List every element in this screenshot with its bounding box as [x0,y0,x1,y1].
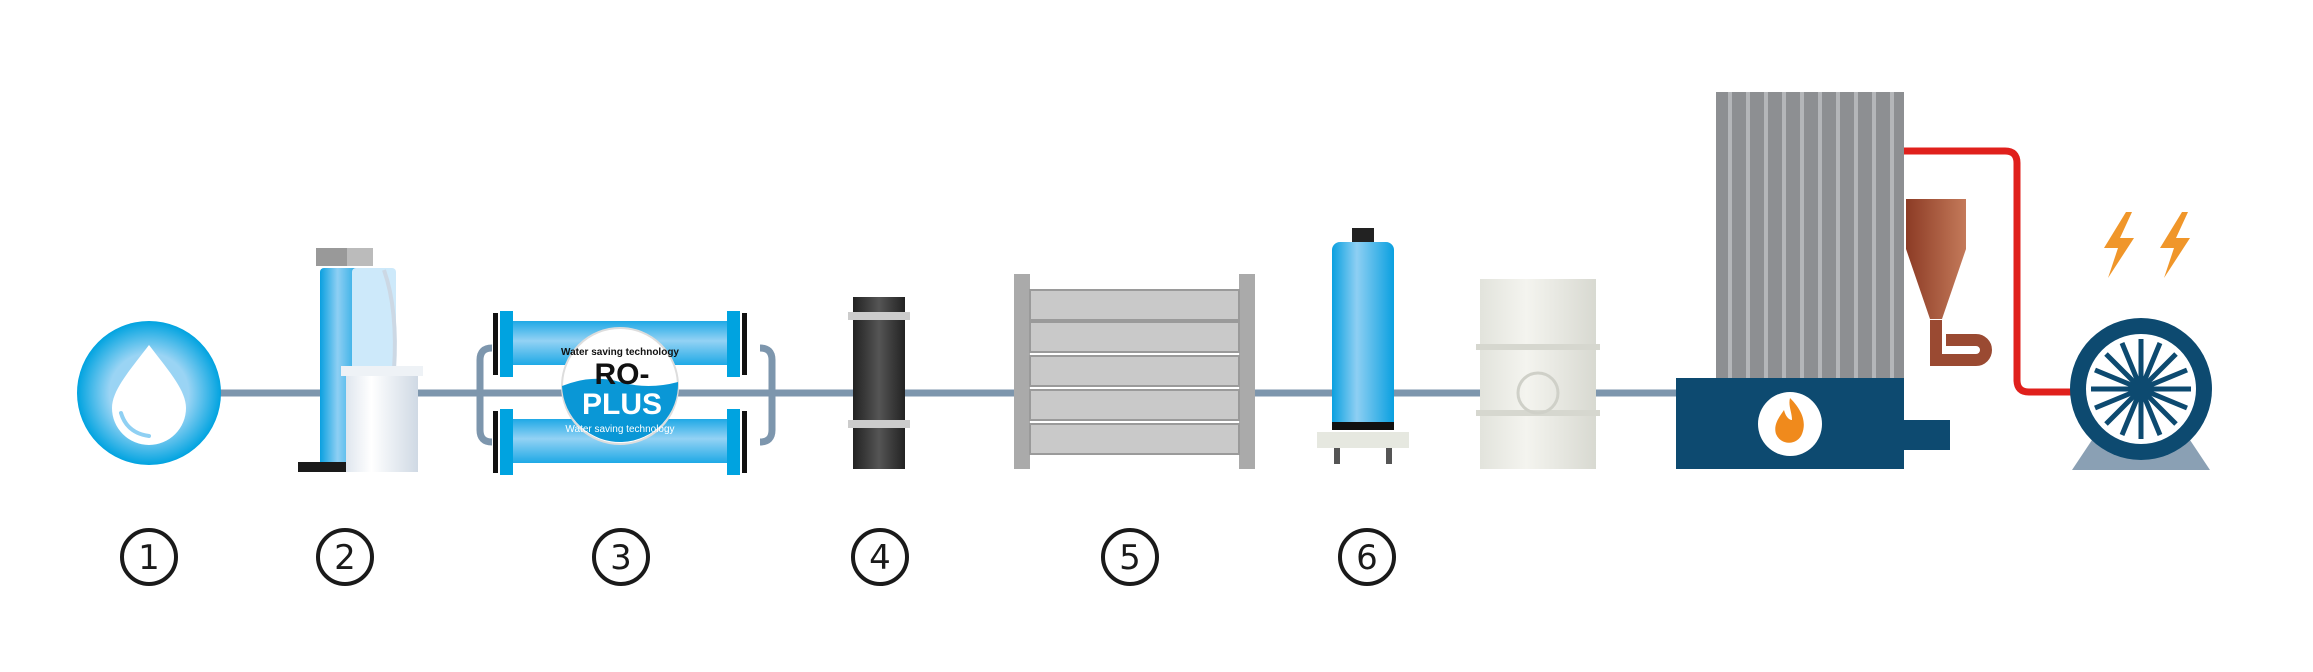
electrodeionization-stack-icon [1014,274,1255,469]
cyclone-separator-icon [1906,199,1992,366]
svg-text:1: 1 [138,538,160,578]
svg-text:5: 5 [1119,538,1141,578]
polishing-tank-icon [1317,228,1409,464]
badge-bottom-text: Water saving technology [565,424,674,435]
badge-line2: PLUS [582,388,662,421]
pipe-line [220,344,1700,446]
lightning-icon [2104,212,2190,278]
water-drop-icon [77,321,221,465]
svg-text:3: 3 [610,538,632,578]
step-number-1: 1 [120,528,178,586]
svg-text:4: 4 [869,538,891,578]
filter-column-icon [848,297,910,469]
turbine-generator-icon [2070,318,2212,470]
step-number-2: 2 [316,528,374,586]
boiler-icon [1676,92,1950,469]
svg-text:6: 6 [1356,538,1378,578]
step-number-6: 6 [1338,528,1396,586]
step-number-3: 3 [592,528,650,586]
step-number-4: 4 [851,528,909,586]
svg-text:2: 2 [334,538,356,578]
steam-line [1904,147,2075,396]
ro-plus-badge: Water saving technology RO- PLUS Water s… [561,327,679,445]
badge-top-text: Water saving technology [561,347,679,358]
badge-line1: RO- [595,358,650,391]
flame-icon [1775,398,1804,443]
softener-tank-icon [298,248,423,472]
step-number-5: 5 [1101,528,1159,586]
deaerator-vessel-icon [1476,279,1600,469]
